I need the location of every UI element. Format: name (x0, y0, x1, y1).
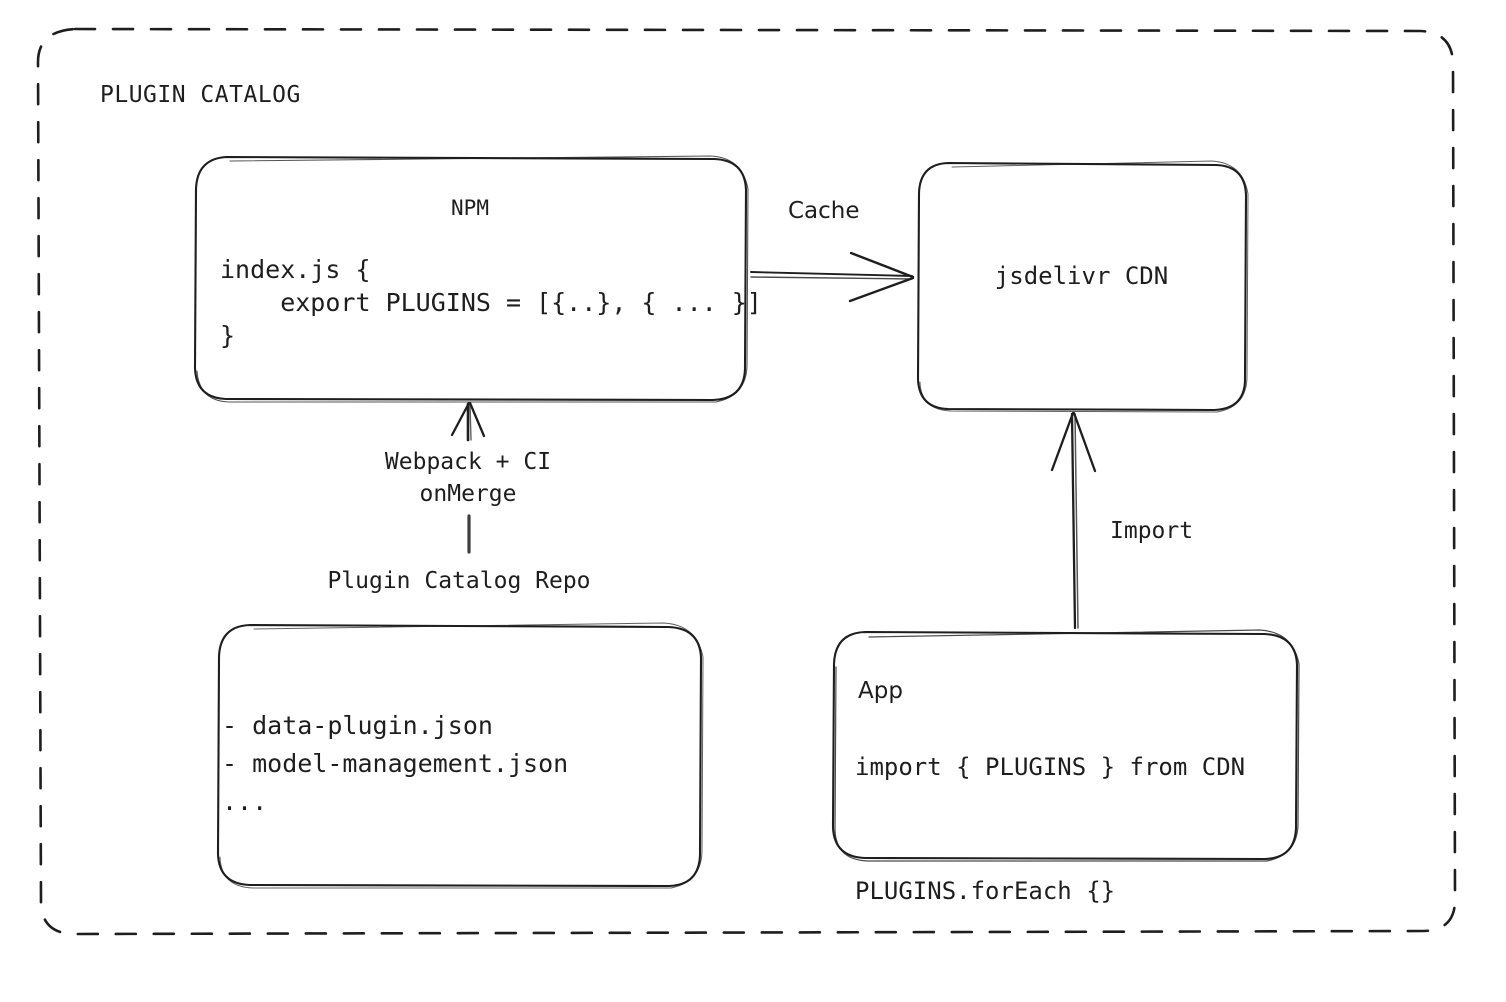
repo-box-file-list: - data-plugin.json - model-management.js… (222, 711, 569, 816)
npm-box-code: index.js { export PLUGINS = [{..}, { ...… (220, 255, 762, 350)
repo-box-caption: Plugin Catalog Repo (327, 568, 591, 594)
group-title: PLUGIN CATALOG (100, 82, 301, 108)
edge-label-webpack-ci: Webpack + CI onMerge (384, 449, 552, 507)
cdn-box-title: jsdelivr CDN (994, 262, 1169, 290)
app-box-code: import { PLUGINS } from CDN PLUGINS.forE… (855, 753, 1246, 905)
edge-label-import: Import (1110, 518, 1194, 544)
app-box-title: App (858, 678, 903, 704)
edge-label-cache: Cache (788, 198, 860, 224)
npm-box-title: NPM (451, 196, 489, 220)
